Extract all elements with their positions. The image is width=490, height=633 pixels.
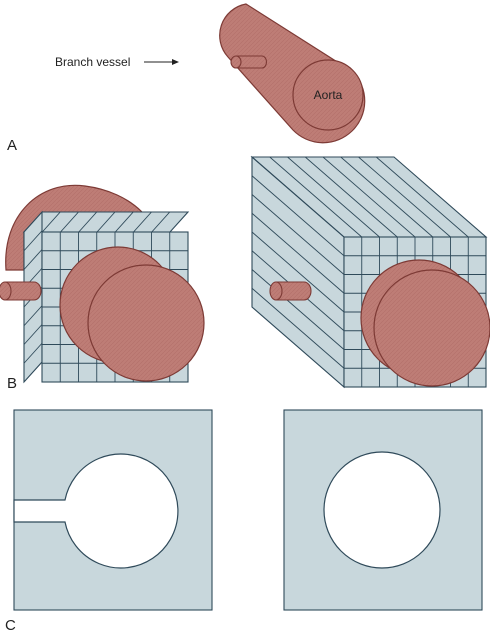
grid-line [96,212,116,232]
grid-line [304,157,398,237]
aorta-end-face [292,59,364,131]
grid-line [287,157,380,237]
grid-line [358,157,451,237]
grid-line [133,212,152,232]
section-plain [283,409,483,611]
grid-line [252,175,344,257]
panel-label-b: B [7,375,17,392]
grid-line [322,157,416,237]
panel-label-a: A [7,137,17,154]
panel-b: B [0,155,490,392]
pointer-arrow [144,59,179,65]
aorta-behind-block [5,184,144,271]
branch-vessel-stub [230,55,268,69]
branch-vessel-label: Branch vessel [55,55,130,69]
panel-c: C [5,409,483,633]
aorta-label: Aorta [314,88,343,102]
section-with-slot [13,409,213,611]
panel-label-c: C [5,617,16,633]
branch-vessel-right [269,281,312,301]
grid-line [24,342,42,364]
grid-line [24,249,42,270]
grid-line [340,157,434,237]
vessel-hole [323,451,441,569]
grid-line [24,230,42,252]
aorta-front-right [360,259,490,387]
grid-line [252,194,344,275]
panel-a: Branch vessel Aorta A [7,3,366,154]
grid-line [24,324,42,345]
grid-line [375,157,469,237]
grid-line [269,157,363,237]
grid-line [252,287,344,369]
grid-line [114,212,134,232]
grid-line [252,212,344,294]
grid-line [24,305,42,327]
grid-line [60,212,79,232]
branch-vessel-left [0,281,42,301]
grid-line [252,231,344,313]
aorta-front-left [59,246,205,382]
grid-line [151,212,171,232]
grid-line [41,212,61,232]
grid-line [78,212,98,232]
grid-line [252,269,344,350]
aorta-cylinder [219,3,366,144]
vessel-hole-with-slot [13,453,179,569]
